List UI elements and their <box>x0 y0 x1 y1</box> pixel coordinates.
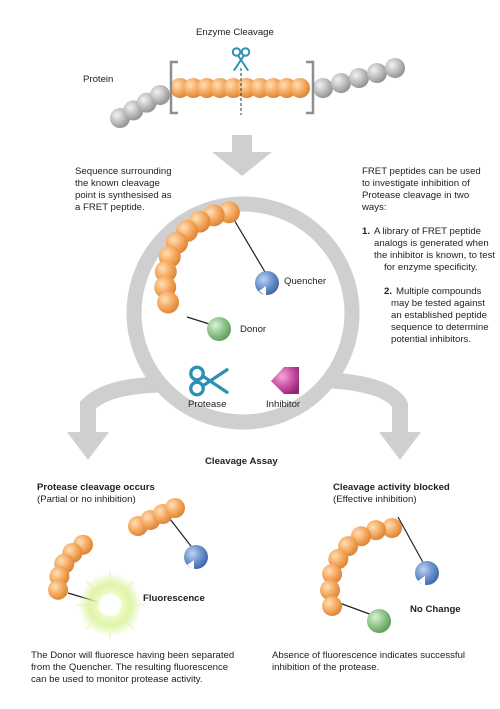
protein-chain <box>110 58 405 128</box>
quencher-bead-left <box>184 545 208 570</box>
peptide-bead <box>382 518 402 538</box>
item1-line: A library of FRET peptide <box>374 226 482 237</box>
item2-line: potential inhibitors. <box>391 334 471 345</box>
protein-bead <box>367 63 387 83</box>
no-change-label: No Change <box>410 604 461 615</box>
left-outcome-heading: Protease cleavage occurs <box>37 482 155 493</box>
right-note-line: to investigate inhibition of <box>362 178 470 189</box>
left-outcome-subheading: (Partial or no inhibition) <box>37 494 136 505</box>
protease-scissors-icon <box>189 365 229 397</box>
down-arrow <box>212 135 272 176</box>
protein-bead <box>150 85 170 105</box>
item2-line: sequence to determine <box>391 322 489 333</box>
right-outcome-art <box>320 516 439 633</box>
left-note-line: a FRET peptide. <box>75 202 145 213</box>
left-note-line: point is synthesised as <box>75 190 172 201</box>
quencher-bead-right <box>415 561 439 586</box>
protein-label: Protein <box>83 74 114 85</box>
peptide-bead <box>365 520 386 541</box>
inhibitor-label: Inhibitor <box>266 399 301 410</box>
assay-peptide <box>154 201 279 341</box>
protein-bead <box>385 58 405 78</box>
right-caption-line: Absence of fluorescence indicates succes… <box>272 650 466 661</box>
donor-bead-right <box>367 609 391 633</box>
donor-bead <box>207 317 231 341</box>
right-caption-line: inhibition of the protease. <box>272 662 380 673</box>
left-caption-line: can be used to monitor protease activity… <box>31 674 203 685</box>
quencher-bead <box>255 271 279 296</box>
curved-arrow-right <box>319 372 421 460</box>
item2-line: may be tested against <box>391 298 485 309</box>
right-note-line: Protease cleavage in two <box>362 190 470 201</box>
protein-bead <box>331 73 351 93</box>
quencher-label: Quencher <box>284 276 327 287</box>
protease-label: Protease <box>188 399 227 410</box>
fluorescence-glow-icon <box>76 571 144 639</box>
protein-bead <box>313 78 333 98</box>
enzyme-cleavage-label: Enzyme Cleavage <box>196 27 274 38</box>
peptide-bead <box>157 291 180 314</box>
assay-title: Cleavage Assay <box>205 456 278 467</box>
left-note-line: Sequence surrounding <box>75 166 172 177</box>
left-caption-line: from the Quencher. The resulting fluores… <box>31 662 229 673</box>
item2-line: an established peptide <box>391 310 488 321</box>
inhibitor-pentagon-icon <box>271 367 299 394</box>
peptide-bead <box>322 596 343 617</box>
bracket-right <box>306 60 315 115</box>
right-note-line: FRET peptides can be used <box>362 166 481 177</box>
scissors-icon <box>231 47 251 71</box>
peptide-bead <box>328 549 349 569</box>
left-note-line: the known cleavage <box>75 178 160 189</box>
bracket-left <box>169 60 178 115</box>
peptide-bead <box>290 78 310 98</box>
left-outcome-art <box>48 498 208 639</box>
item2-number: 2. <box>384 286 393 297</box>
peptide-bead <box>322 563 343 584</box>
right-outcome-heading: Cleavage activity blocked <box>333 482 450 493</box>
peptide-bead <box>165 498 185 518</box>
curved-arrow-left <box>67 376 171 460</box>
protein-bead <box>349 68 369 88</box>
item1-line: the inhibitor is known, to test <box>374 250 496 261</box>
item1-number: 1. <box>362 226 371 237</box>
peptide-bead <box>48 579 69 600</box>
left-caption-line: The Donor will fluoresce having been sep… <box>31 650 235 661</box>
fluorescence-label: Fluorescence <box>143 593 205 604</box>
item1-line: for enzyme specificity. <box>384 262 478 273</box>
item2-line: Multiple compounds <box>396 286 482 297</box>
right-note-line: ways: <box>362 202 387 213</box>
item1-line: analogs is generated when <box>374 238 489 249</box>
peptide-bead <box>154 260 177 283</box>
donor-label: Donor <box>240 324 267 335</box>
peptide-bead <box>320 580 340 600</box>
right-outcome-subheading: (Effective inhibition) <box>333 494 417 505</box>
